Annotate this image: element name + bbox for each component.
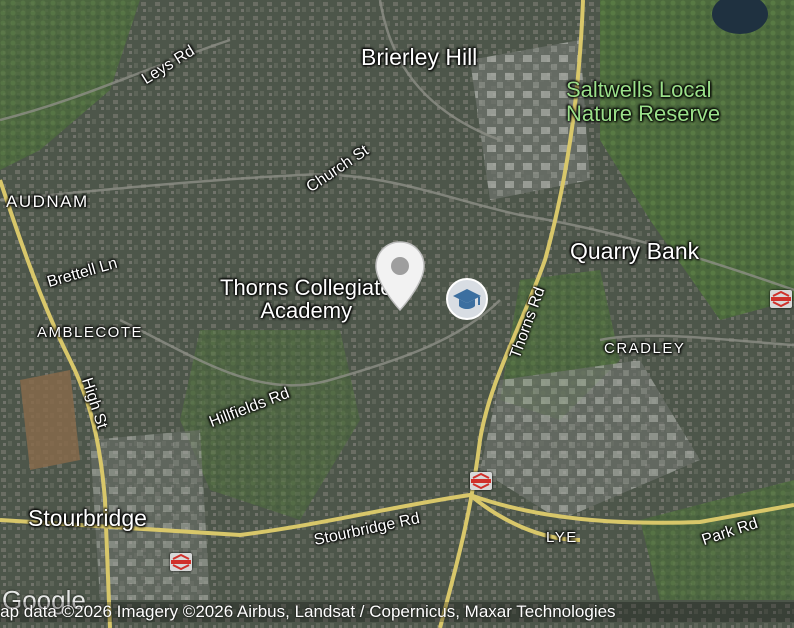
nature-reserve-line1: Saltwells Local	[566, 77, 712, 102]
place-label-cradley[interactable]: CRADLEY	[604, 340, 686, 357]
train-station-icon[interactable]	[770, 290, 792, 308]
place-label-stourbridge[interactable]: Stourbridge	[28, 505, 147, 531]
poi-label-line1: Thorns Collegiate	[220, 275, 393, 300]
nature-reserve-line2: Nature Reserve	[566, 101, 721, 127]
poi-label-line2: Academy	[260, 298, 353, 324]
train-station-icon[interactable]	[170, 553, 192, 571]
place-label-lye[interactable]: LYE	[546, 529, 578, 546]
place-label-audnam[interactable]: AUDNAM	[6, 192, 89, 211]
graduation-cap-icon[interactable]	[443, 275, 491, 323]
map-pin-icon[interactable]	[374, 240, 426, 312]
poi-label-thorns-collegiate-academy[interactable]: Thorns Collegiate Academy	[220, 276, 392, 322]
nature-reserve-label[interactable]: Saltwells Local Nature Reserve	[566, 77, 721, 127]
place-label-quarry-bank[interactable]: Quarry Bank	[570, 238, 700, 264]
map-attribution: Map data ©2026 Imagery ©2026 Airbus, Lan…	[0, 602, 794, 622]
place-label-amblecote[interactable]: AMBLECOTE	[37, 324, 144, 341]
place-label-brierley-hill[interactable]: Brierley Hill	[361, 44, 478, 70]
train-station-icon[interactable]	[470, 472, 492, 490]
google-logo: Google	[2, 585, 86, 615]
